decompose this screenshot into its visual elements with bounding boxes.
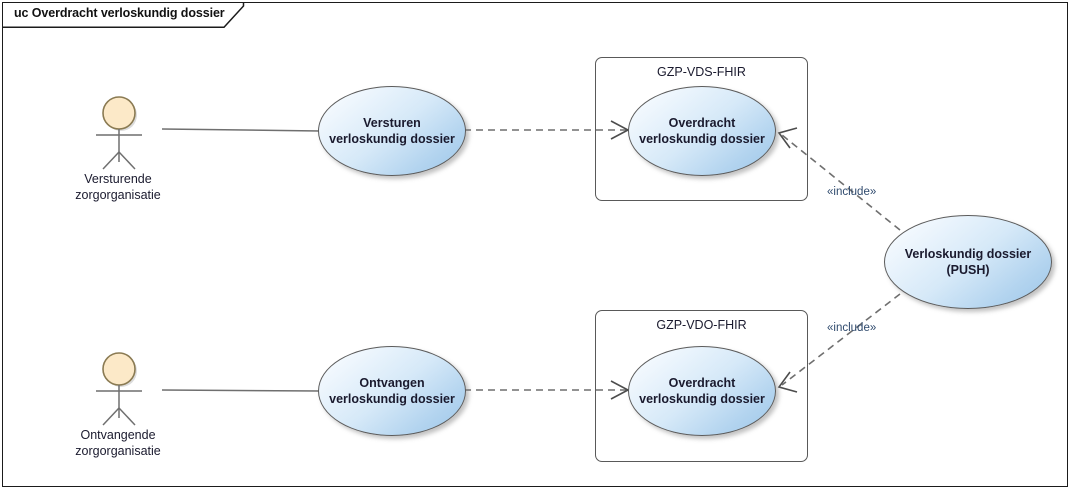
diagram-title-tab: uc Overdracht verloskundig dossier bbox=[2, 2, 245, 28]
boundary-gzp-vds-fhir: GZP-VDS-FHIR bbox=[595, 57, 808, 201]
usecase-versturen-verloskundig-dossier[interactable]: Versturen verloskundig dossier bbox=[318, 86, 466, 176]
usecase-ellipse bbox=[628, 346, 776, 436]
actor-versturende-zorgorganisatie[interactable]: Versturende zorgorganisatie bbox=[63, 70, 173, 203]
diagram-frame bbox=[2, 2, 1068, 487]
stick-figure-icon bbox=[96, 352, 142, 426]
usecase-label: Overdracht verloskundig dossier bbox=[639, 116, 765, 146]
actor-figure bbox=[63, 70, 173, 170]
usecase-label: Versturen verloskundig dossier bbox=[329, 116, 455, 146]
usecase-ellipse bbox=[884, 215, 1052, 309]
usecase-overdracht-verloskundig-dossier-vdo[interactable]: Overdracht verloskundig dossier bbox=[628, 346, 776, 436]
boundary-gzp-vdo-fhir: GZP-VDO-FHIR bbox=[595, 310, 808, 462]
usecase-overdracht-verloskundig-dossier-vds[interactable]: Overdracht verloskundig dossier bbox=[628, 86, 776, 176]
stereotype-include-lower: «include» bbox=[827, 322, 877, 334]
title-tab-shape bbox=[2, 2, 245, 28]
actor-figure bbox=[63, 326, 173, 426]
usecase-ontvangen-verloskundig-dossier[interactable]: Ontvangen verloskundig dossier bbox=[318, 346, 466, 436]
usecase-verloskundig-dossier-push[interactable]: Verloskundig dossier (PUSH) bbox=[884, 215, 1052, 309]
usecase-label: Overdracht verloskundig dossier bbox=[639, 376, 765, 406]
boundary-label-gzp-vds-fhir: GZP-VDS-FHIR bbox=[657, 65, 746, 79]
diagram-title: uc Overdracht verloskundig dossier bbox=[14, 6, 225, 20]
actor-ontvangende-zorgorganisatie[interactable]: Ontvangende zorgorganisatie bbox=[63, 326, 173, 459]
usecase-ellipse bbox=[628, 86, 776, 176]
usecase-label: Ontvangen verloskundig dossier bbox=[329, 376, 455, 406]
actor-label-ontvangende-zorgorganisatie: Ontvangende zorgorganisatie bbox=[75, 428, 161, 458]
usecase-label: Verloskundig dossier (PUSH) bbox=[904, 247, 1032, 277]
actor-label-versturende-zorgorganisatie: Versturende zorgorganisatie bbox=[75, 172, 161, 202]
usecase-ellipse bbox=[318, 346, 466, 436]
stereotype-include-upper: «include» bbox=[827, 186, 877, 198]
boundary-label-gzp-vdo-fhir: GZP-VDO-FHIR bbox=[656, 318, 747, 332]
usecase-ellipse bbox=[318, 86, 466, 176]
stick-figure-icon bbox=[96, 96, 142, 170]
